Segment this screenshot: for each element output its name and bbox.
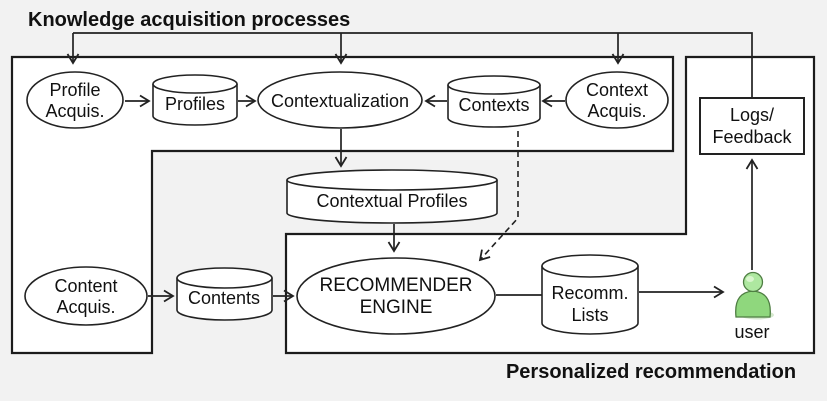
user-icon-head: [742, 271, 764, 293]
recomm-lists-cylinder-top: [541, 254, 639, 278]
edge-contexts-dashed-to-engine: [478, 131, 519, 262]
profiles-label: Profiles: [165, 94, 225, 114]
profile-acquis-label-line2: Acquis.: [45, 101, 104, 121]
contextual-profiles-node: Contextual Profiles: [286, 169, 498, 224]
recommender-engine-shape: [296, 257, 496, 335]
profile-acquis-label-line1: Profile: [49, 80, 100, 100]
edge-feedback-top-line: [73, 32, 753, 98]
profiles-cylinder-top: [152, 74, 238, 94]
content-acquis-shape: [24, 266, 148, 326]
user-label: user: [734, 322, 769, 342]
contextualization-node: Contextualization: [257, 71, 423, 129]
context-acquis-label-line1: Context: [586, 80, 648, 100]
content-acquis-label-line1: Content: [54, 276, 117, 296]
recomm-lists-cylinder-body: [541, 266, 639, 335]
user-icon-highlight: [746, 276, 754, 282]
recommender-engine-label-line1: RECOMMENDER: [319, 275, 472, 296]
contents-node: Contents: [176, 267, 273, 321]
profile-acquis-shape: [26, 71, 124, 129]
context-acquis-node: Context Acquis.: [565, 71, 669, 129]
contextualization-shape: [257, 71, 423, 129]
logs-feedback-shape: [699, 97, 805, 155]
recomm-lists-label-line1: Recomm.: [551, 283, 628, 303]
contextual-profiles-cylinder-body: [286, 180, 498, 224]
recommender-engine-node: RECOMMENDER ENGINE: [296, 257, 496, 335]
knowledge-region-title: Knowledge acquisition processes: [28, 9, 350, 31]
personalized-region-title: Personalized recommendation: [506, 361, 796, 383]
contents-cylinder-top: [176, 267, 273, 289]
content-acquis-node: Content Acquis.: [24, 266, 148, 326]
context-acquis-shape: [565, 71, 669, 129]
logs-feedback-label-line1: Logs/: [730, 105, 774, 125]
knowledge-acquisition-region: [10, 55, 675, 355]
profiles-node: Profiles: [152, 74, 238, 126]
contextual-profiles-cylinder-top: [286, 169, 498, 191]
user-node: user: [734, 271, 774, 342]
logs-feedback-label-line2: Feedback: [712, 127, 792, 147]
content-acquis-label-line2: Acquis.: [56, 297, 115, 317]
contents-cylinder-body: [176, 278, 273, 321]
recomm-lists-label-line2: Lists: [571, 305, 608, 325]
recomm-lists-node: Recomm. Lists: [541, 254, 639, 335]
contents-label: Contents: [188, 288, 260, 308]
profiles-cylinder-body: [152, 84, 238, 126]
contexts-label: Contexts: [458, 95, 529, 115]
profile-acquis-node: Profile Acquis.: [26, 71, 124, 129]
contextual-profiles-label: Contextual Profiles: [316, 191, 467, 211]
contexts-cylinder-top: [447, 75, 541, 95]
contexts-cylinder-body: [447, 85, 541, 128]
recommender-engine-label-line2: ENGINE: [360, 297, 433, 318]
context-acquis-label-line2: Acquis.: [587, 101, 646, 121]
logs-feedback-node: Logs/ Feedback: [699, 97, 805, 155]
contexts-node: Contexts: [447, 75, 541, 128]
contextualization-label: Contextualization: [271, 91, 409, 111]
